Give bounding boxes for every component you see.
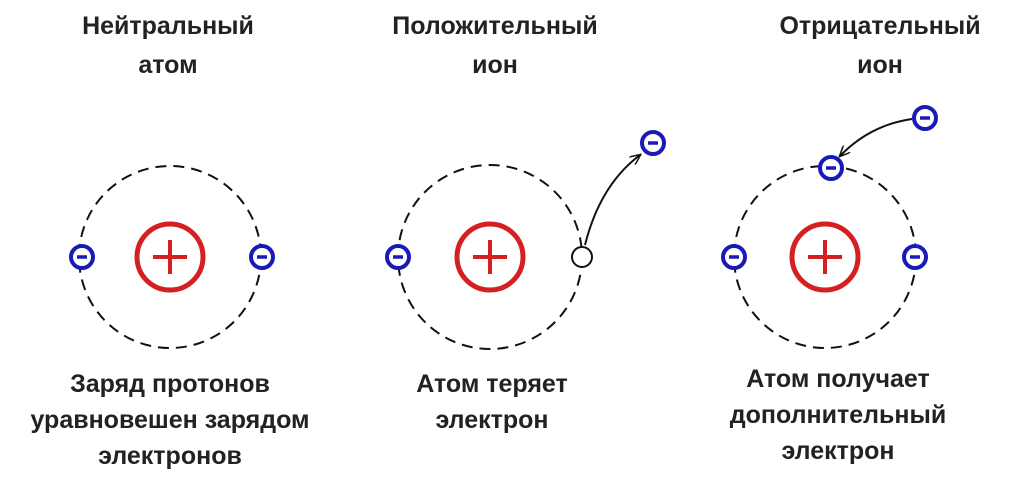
- electron-minus-icon: [721, 244, 747, 270]
- arrow-electron-arriving: [840, 118, 913, 156]
- electron-minus-icon: [818, 155, 844, 181]
- arrow-electron-leaving: [584, 155, 640, 246]
- caption-line: электрон: [435, 406, 548, 434]
- caption-line: Заряд протонов: [70, 370, 270, 398]
- electron-minus-icon: [640, 130, 666, 156]
- panel-title-line: Положительный: [392, 12, 597, 40]
- caption-line: дополнительный: [730, 401, 946, 429]
- electron-minus-icon: [902, 244, 928, 270]
- caption-line: электронов: [98, 442, 242, 470]
- electron-minus-icon: [249, 244, 275, 270]
- panel-title-line: Отрицательный: [779, 12, 980, 40]
- panel-title-line: ион: [857, 51, 903, 79]
- nucleus-plus-icon: [457, 224, 523, 290]
- nucleus-plus-icon: [792, 224, 858, 290]
- panel-title-line: ион: [472, 51, 518, 79]
- panel-neutral-atom: Нейтральный атом Заряд протонов уравнове…: [30, 12, 309, 470]
- electron-minus-icon: [69, 244, 95, 270]
- nucleus-plus-icon: [137, 224, 203, 290]
- panel-negative-ion: Отрицательный ион Атом получает дополнит…: [721, 12, 981, 465]
- electron-minus-icon: [912, 105, 938, 131]
- caption-line: уравновешен зарядом: [30, 406, 309, 434]
- caption-line: Атом получает: [746, 365, 929, 393]
- caption-line: Атом теряет: [416, 370, 568, 398]
- panel-title-line: атом: [138, 51, 197, 79]
- caption-line: электрон: [781, 437, 894, 465]
- panel-title-line: Нейтральный: [82, 12, 254, 40]
- electron-minus-icon: [385, 244, 411, 270]
- electron-vacancy: [571, 246, 593, 268]
- panel-positive-ion: Положительный ион Атом теряет электрон: [385, 12, 666, 434]
